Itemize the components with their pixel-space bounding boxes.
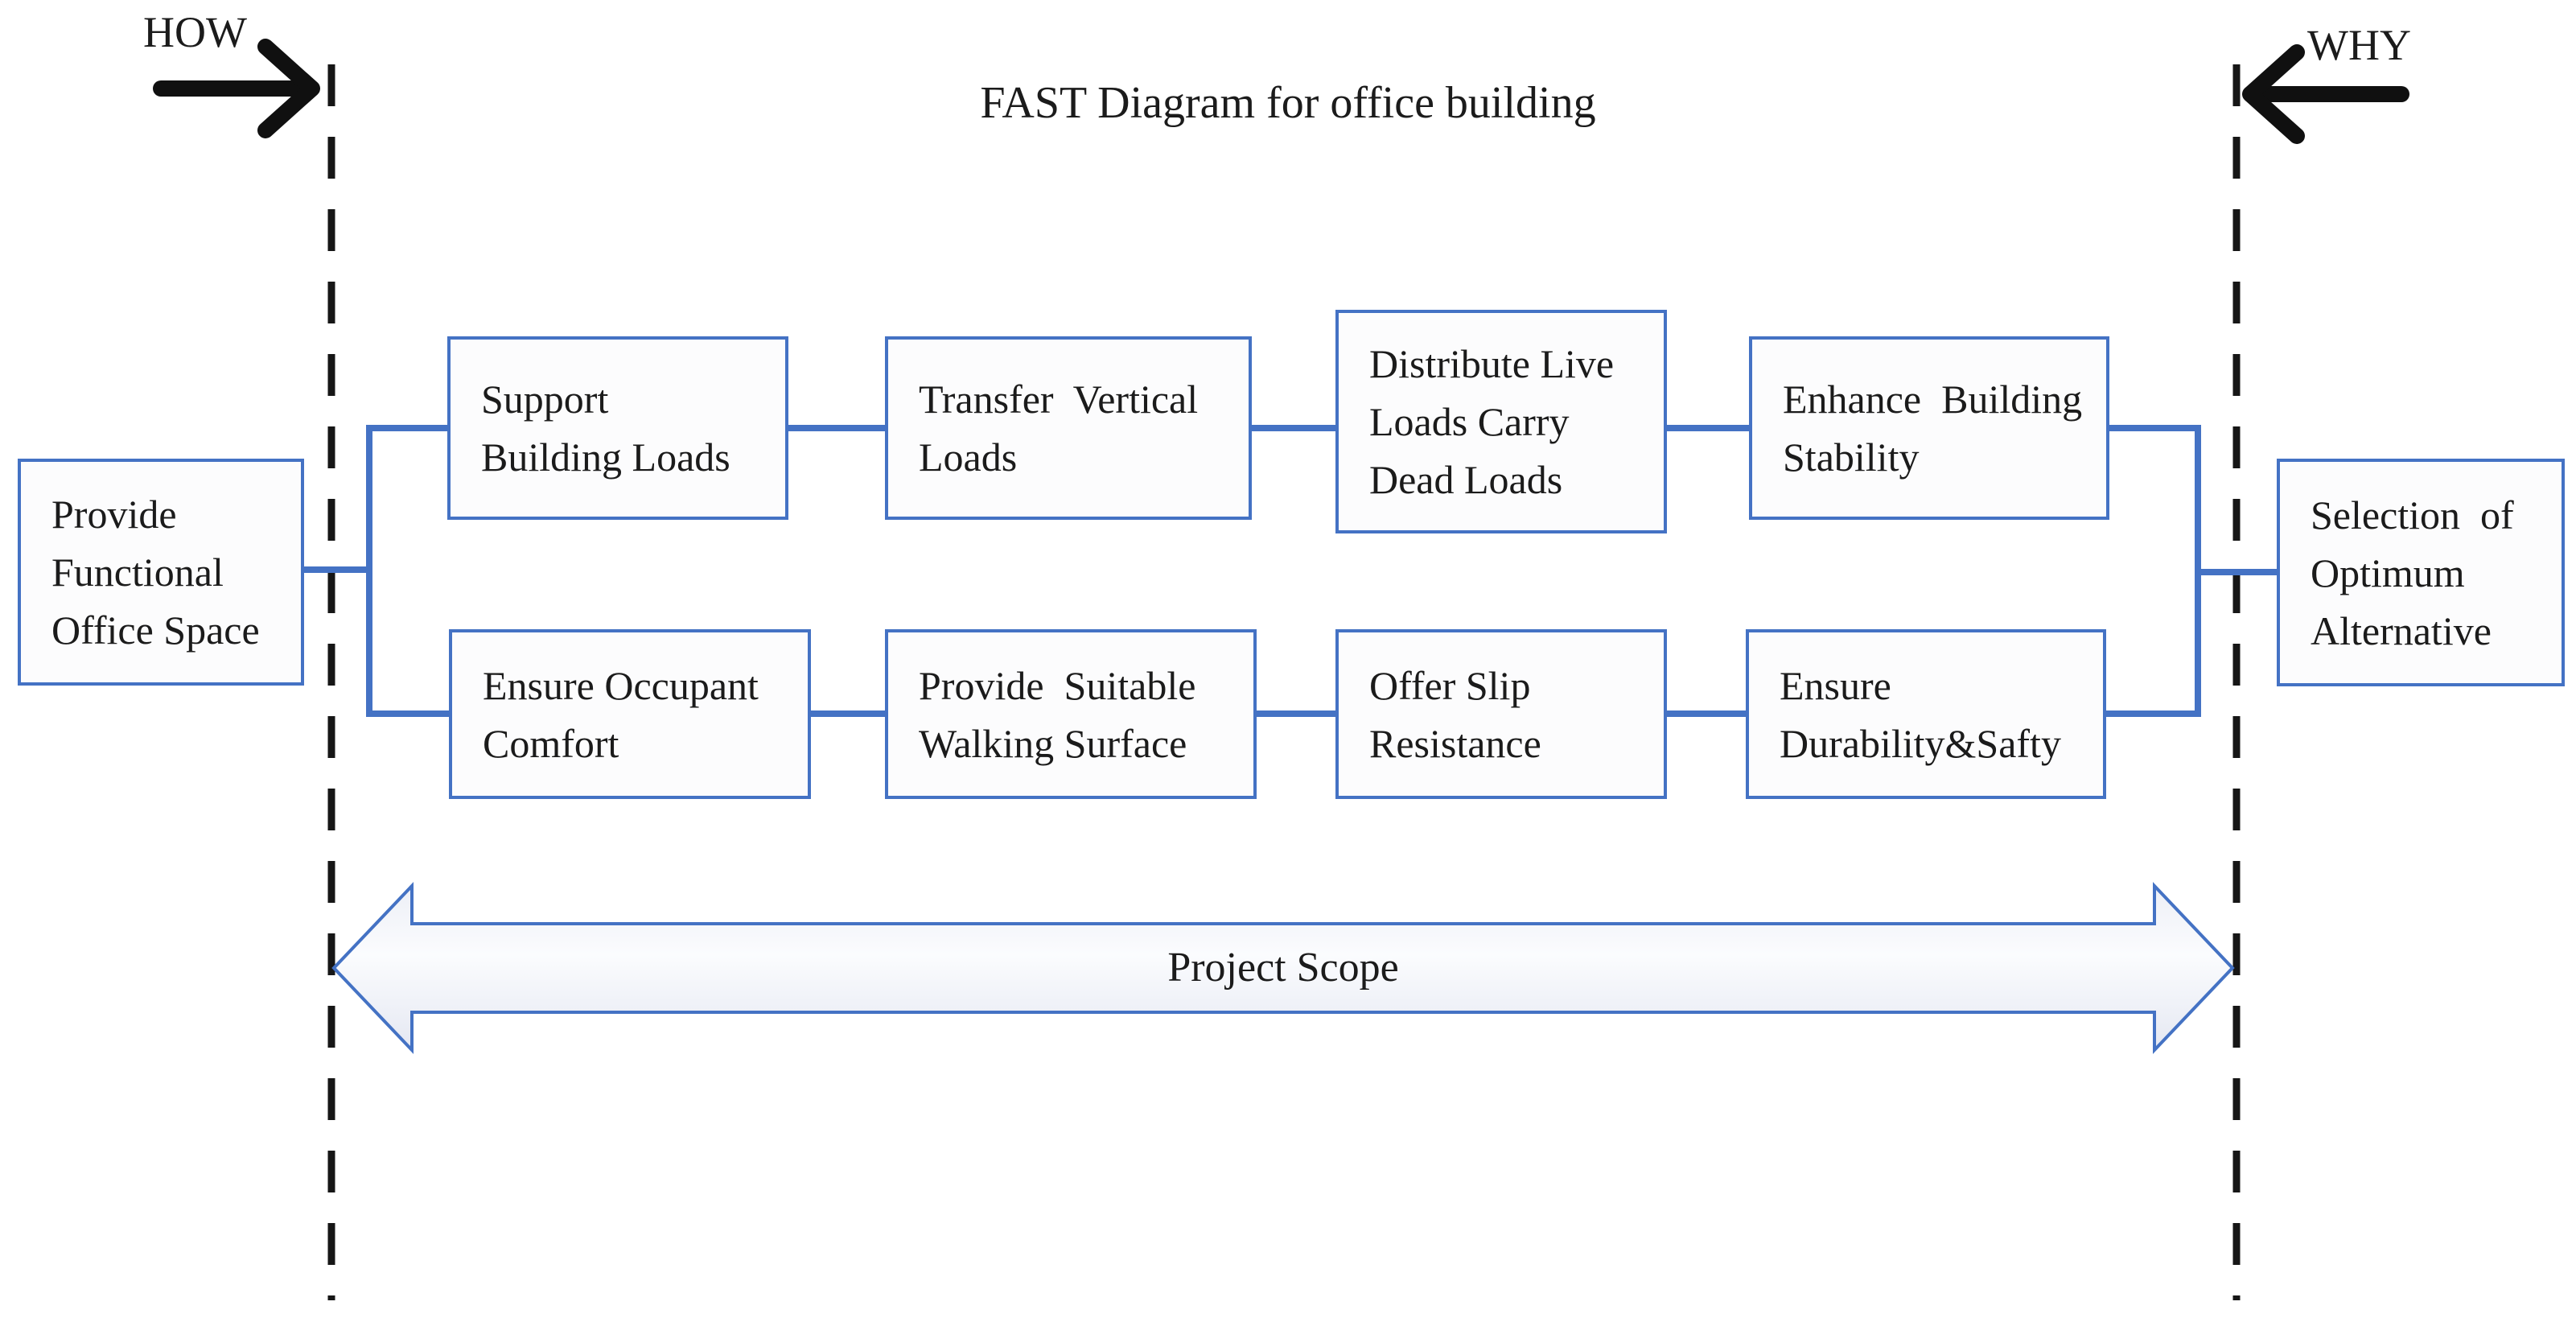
node-support-building-loads: Support Building Loads xyxy=(447,336,788,520)
connector-walking-slip xyxy=(1255,710,1337,717)
node-text: Provide Functional Office Space xyxy=(51,492,260,653)
connector-support-transfer xyxy=(787,425,887,431)
connector-branch-to-comfort xyxy=(371,710,451,717)
node-ensure-occupant-comfort: Ensure Occupant Comfort xyxy=(449,629,811,799)
node-text: Support Building Loads xyxy=(481,377,730,480)
node-text: Distribute Live Loads Carry Dead Loads xyxy=(1369,341,1615,502)
how-arrow-icon xyxy=(153,39,320,138)
node-provide-functional-office-space: Provide Functional Office Space xyxy=(18,459,304,686)
why-arrow-icon xyxy=(2242,44,2409,144)
why-label: WHY xyxy=(2307,21,2411,69)
node-text: Ensure Occupant Comfort xyxy=(483,662,759,766)
node-selection-of-optimum-alternative: Selection of Optimum Alternative xyxy=(2277,459,2565,686)
how-label: HOW xyxy=(143,8,247,56)
node-text: Offer Slip Resistance xyxy=(1369,662,1541,766)
connector-output xyxy=(2201,569,2278,575)
node-offer-slip-resistance: Offer Slip Resistance xyxy=(1335,629,1667,799)
diagram-title: FAST Diagram for office building xyxy=(980,78,1596,128)
node-text: Ensure Durability&Safty xyxy=(1780,662,2061,766)
connector-comfort-walking xyxy=(809,710,887,717)
connector-merge-vertical xyxy=(2195,425,2201,717)
connector-branch-to-support xyxy=(371,425,449,431)
connector-slip-durability xyxy=(1665,710,1747,717)
node-text: Selection of Optimum Alternative xyxy=(2311,492,2514,653)
node-provide-suitable-walking-surface: Provide Suitable Walking Surface xyxy=(885,629,1257,799)
connector-transfer-distribute xyxy=(1250,425,1337,431)
connector-branch-vertical xyxy=(366,425,372,717)
node-text: Provide Suitable Walking Surface xyxy=(919,662,1196,766)
connector-distribute-enhance xyxy=(1665,425,1751,431)
connector-durability-to-merge xyxy=(2105,710,2201,717)
project-scope-arrow xyxy=(331,881,2235,1055)
node-enhance-building-stability: Enhance Building Stability xyxy=(1749,336,2109,520)
node-ensure-durability-safety: Ensure Durability&Safty xyxy=(1746,629,2106,799)
connector-enhance-to-merge xyxy=(2108,425,2201,431)
project-scope-label: Project Scope xyxy=(1167,945,1399,991)
node-text: Enhance Building Stability xyxy=(1783,377,2083,480)
connector-higher-order-out xyxy=(302,566,372,573)
node-distribute-live-loads: Distribute Live Loads Carry Dead Loads xyxy=(1335,310,1667,533)
node-text: Transfer Vertical Loads xyxy=(919,377,1199,480)
node-transfer-vertical-loads: Transfer Vertical Loads xyxy=(885,336,1252,520)
